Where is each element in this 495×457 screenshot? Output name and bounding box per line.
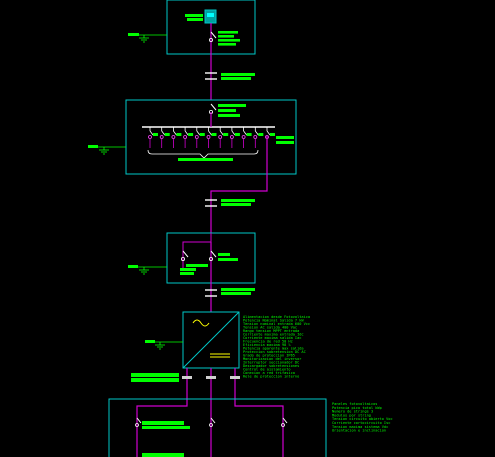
ground-icon (88, 145, 126, 155)
branch-breaker-icon (171, 127, 182, 148)
dc-fuse-icons (182, 376, 240, 379)
dc-string-wire-3 (234, 368, 284, 457)
pv-string-breaker-icon (135, 417, 142, 427)
meter-display (207, 13, 214, 17)
right-notes-line: Orientacion e inclinacion (332, 429, 386, 433)
side-label (276, 136, 294, 139)
branch-breaker-icon (218, 127, 229, 148)
surge-label (186, 264, 208, 267)
inverter-notes-line: Conexion a red trifasica (243, 371, 295, 375)
top-breaker-label (218, 31, 238, 34)
right-notes-line: Modulos por string (332, 413, 371, 417)
pv-string-label (142, 421, 184, 425)
pv-array-box (108, 398, 327, 457)
branch-breaker-icon (148, 127, 158, 148)
connector-icon (205, 199, 217, 207)
ground-icon (145, 340, 183, 350)
inverter-diagonal (182, 311, 240, 369)
main-breaker-label (218, 104, 246, 107)
connector-label (221, 199, 255, 202)
inverter-notes-line: Descargador sobretensiones (243, 364, 299, 368)
ac-breaker-icon (208, 250, 217, 261)
inverter-notes-line: Rango tension MPPT entrada (243, 329, 299, 333)
top-label-bar (185, 14, 203, 17)
pv-string-label (142, 453, 184, 457)
main-breaker-label (218, 114, 240, 117)
dc-symbol-icon (210, 353, 230, 358)
ac-wave-icon (192, 319, 210, 327)
pv-string-breaker-icon (209, 417, 216, 427)
ground-icon (128, 265, 167, 275)
surge-protector-icon (180, 250, 189, 261)
right-notes-line: Potencia pico total kWp (332, 406, 382, 410)
top-breaker-label (218, 35, 234, 38)
inverter-notes-line: Corriente maxima entrada Idc (243, 333, 304, 337)
inverter-notes-line: Potencia aparente max salida (243, 347, 304, 351)
branch-breaker-icon (253, 127, 264, 148)
inverter-notes-line: Control de aislamiento (243, 368, 291, 372)
connector-icon (205, 72, 217, 80)
ac-breaker-label (218, 253, 230, 256)
connector-label (221, 77, 251, 80)
pv-feeder-wire (210, 136, 268, 233)
inverter-side-label (131, 373, 179, 377)
connector-icon (205, 289, 217, 297)
connector-label (221, 73, 255, 76)
right-notes-line: Tension circuito abierto Voc (332, 417, 393, 421)
surge-label (180, 272, 194, 275)
inverter-notes-line: Proteccion sobretension DC AC (243, 350, 306, 354)
top-breaker-label (218, 39, 240, 42)
inverter-notes-line: Alimentacion desde Fotovoltaica (243, 315, 310, 319)
main-distribution-box (125, 99, 297, 175)
inverter-notes-line: Potencia Nominal Salida 7 kW (243, 319, 304, 323)
top-breaker-icon (208, 31, 217, 43)
ac-breaker-label (218, 258, 238, 261)
brace-label (178, 158, 233, 161)
top-label-bar (187, 18, 203, 21)
right-notes-line: Paneles fotovoltaicos (332, 402, 377, 406)
top-breaker-label (218, 43, 236, 46)
right-notes-line: Numero de strings 3 (332, 410, 373, 414)
inverter-notes-line: Interruptor seccionador DC (243, 361, 299, 365)
branch-breaker-icon (206, 127, 217, 148)
connector-label (221, 203, 251, 206)
branch-breaker-icon (194, 127, 205, 148)
branch-breakers-group (148, 127, 275, 148)
branch-breaker-icon (183, 127, 194, 148)
connector-label (221, 292, 251, 295)
inverter-notes-line: Eficiencia maxima 98 % (243, 343, 291, 347)
inverter-side-label (131, 378, 179, 382)
inverter-notes-line: Frecuencia de red 50 Hz (243, 340, 293, 344)
ac-internal-wire (182, 233, 212, 270)
dc-string-wire-1 (136, 368, 188, 457)
inverter-notes-line: Tension nominal entrada 600 Vcc (243, 322, 310, 326)
inverter-notes-line: Corriente maxima salida Iac (243, 336, 301, 340)
right-notes-line: Tension maxima sistema Vdc (332, 425, 388, 429)
branch-brace (147, 149, 259, 159)
surge-label (180, 268, 196, 271)
ground-icon (128, 33, 167, 43)
pv-string-label (142, 426, 190, 429)
inverter-notes-line: Rele de proteccion interno (243, 375, 299, 379)
main-breaker-icon (208, 103, 217, 115)
inverter-notes-line: Tension AC salida 400 Vac (243, 326, 297, 330)
right-notes-line: Corriente cortocircuito Isc (332, 421, 390, 425)
side-label (276, 141, 294, 144)
pv-string-breaker-icon (281, 417, 288, 427)
inverter-notes: Alimentacion desde FotovoltaicaPotencia … (243, 315, 310, 379)
branch-breaker-icon (241, 127, 252, 148)
inverter-notes-line: Monitorizacion del inversor (243, 357, 302, 361)
branch-breaker-icon (159, 127, 170, 148)
branch-breaker-icon (229, 127, 240, 148)
connector-label (221, 288, 255, 291)
inverter-notes-line: Grado de proteccion IP65 (243, 354, 295, 358)
main-breaker-label (218, 109, 236, 112)
